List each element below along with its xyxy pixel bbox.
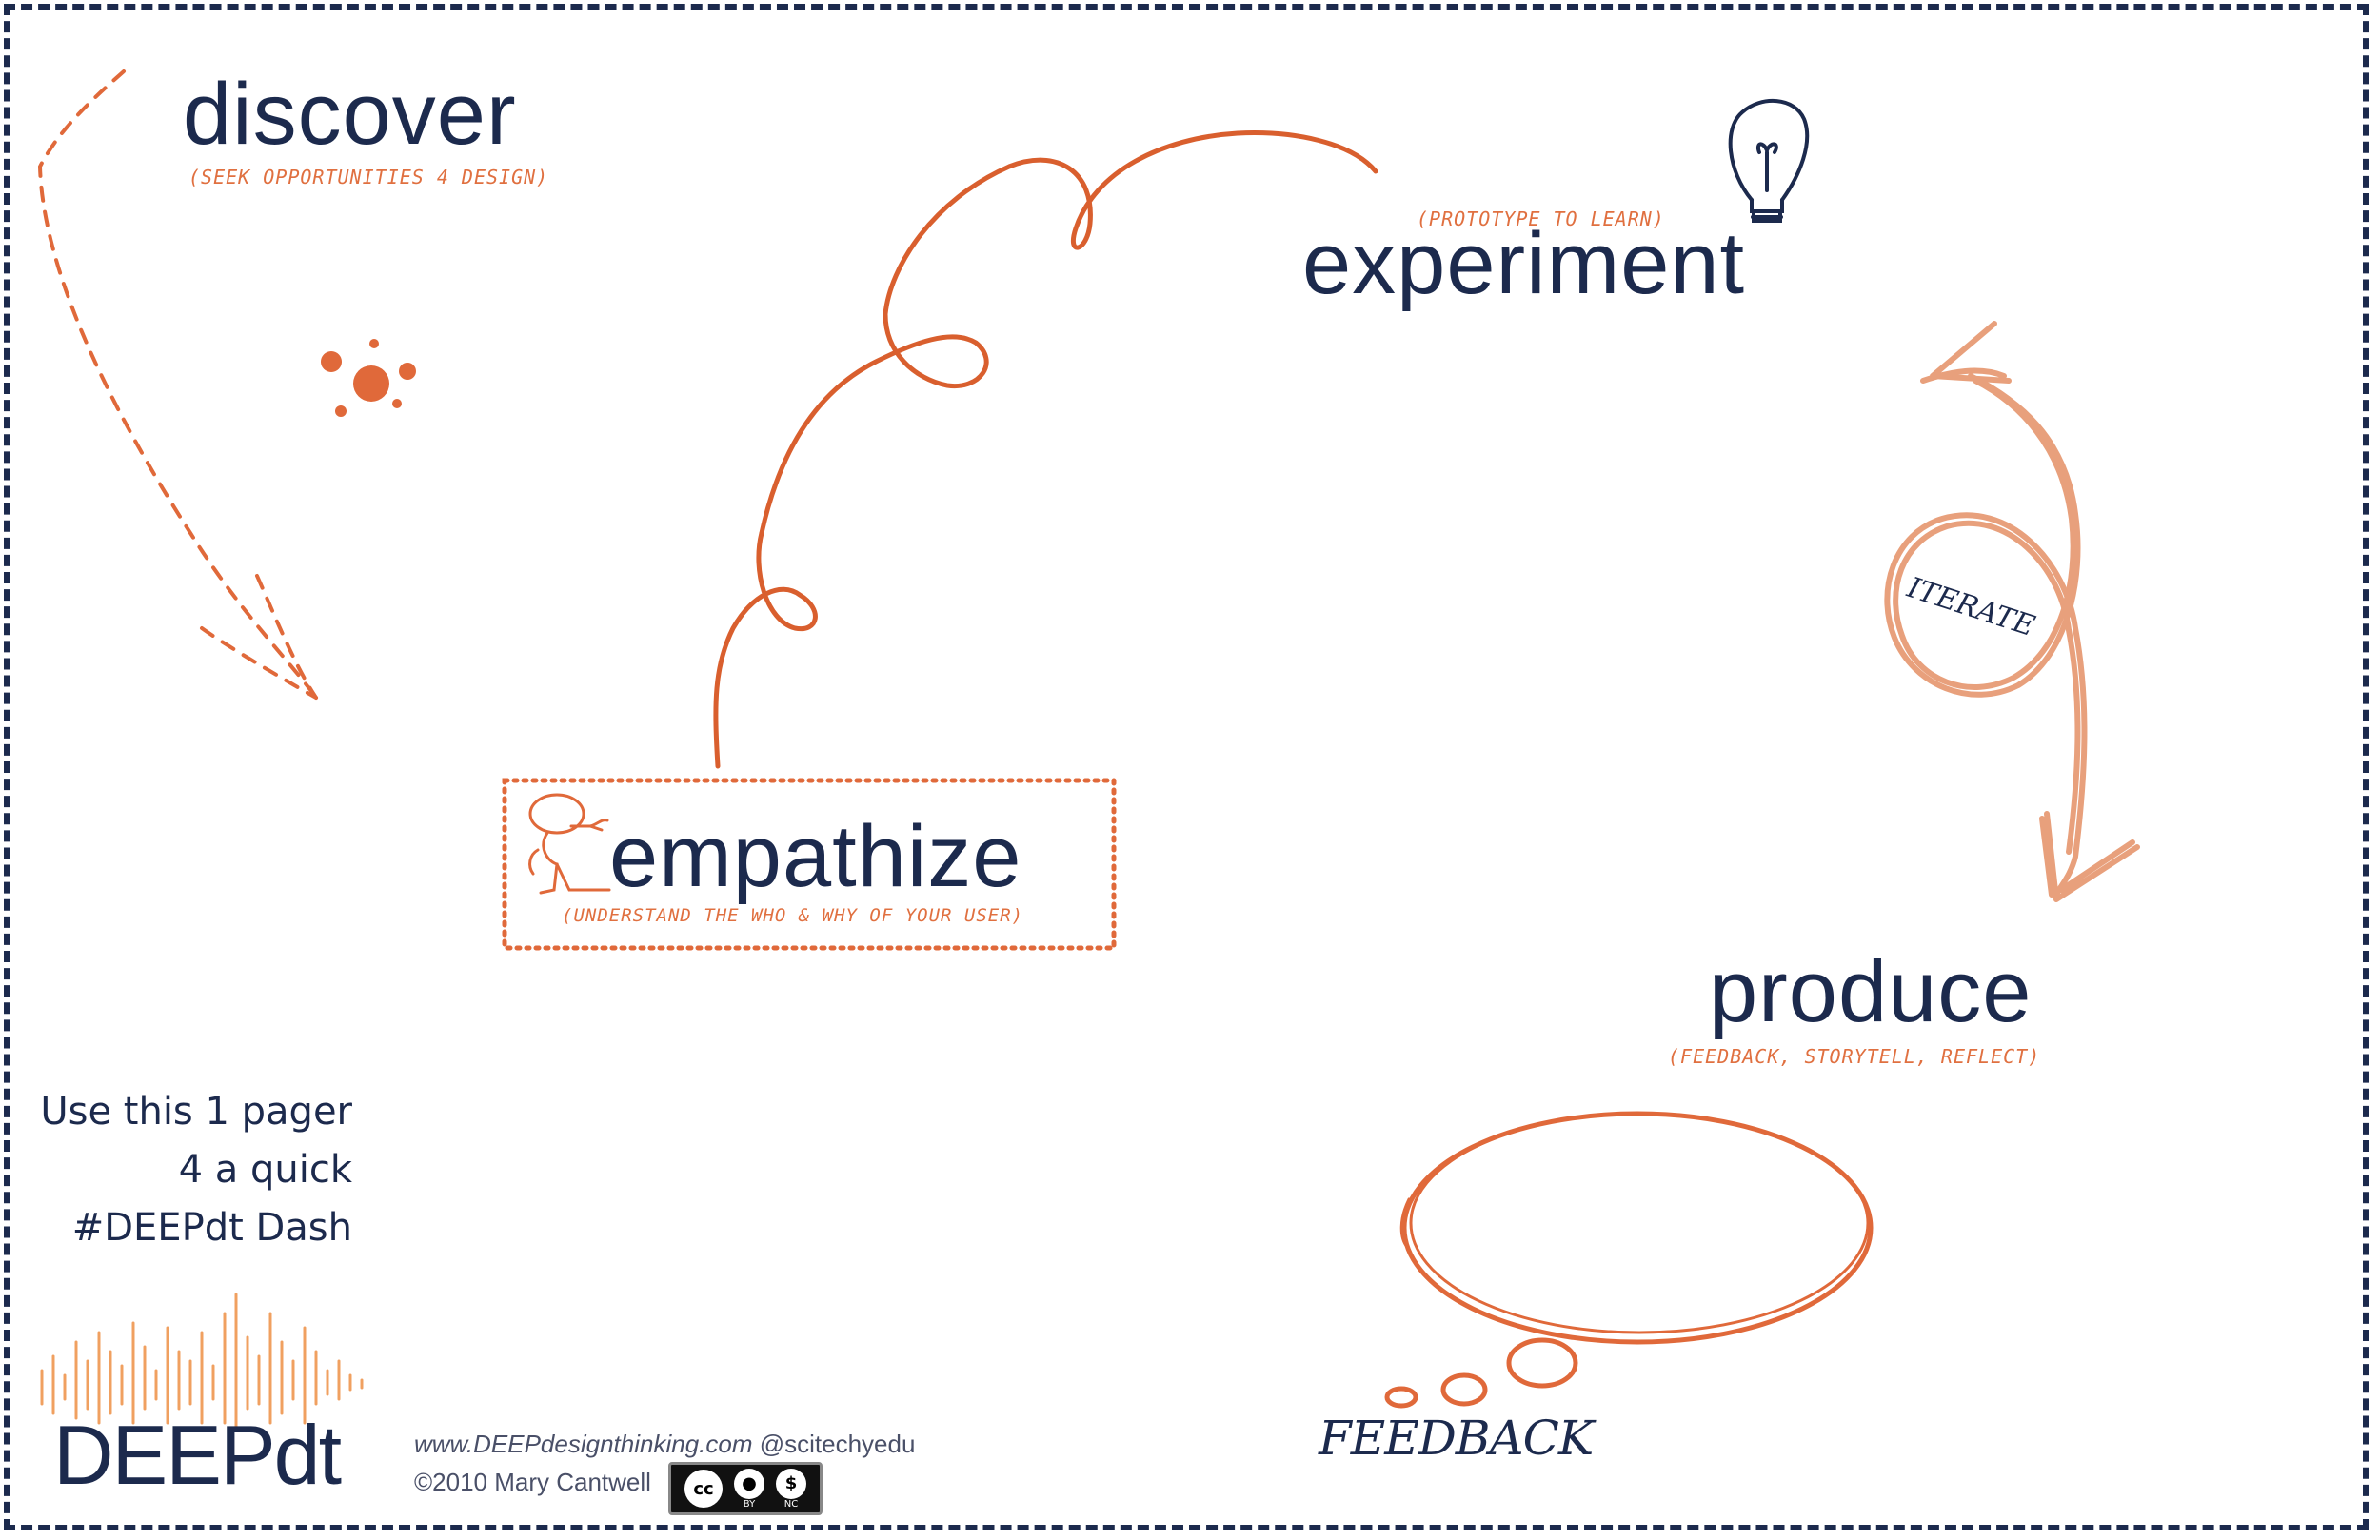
social-handle[interactable]: @scitechyedu <box>759 1430 916 1458</box>
cc-nc-label: NC <box>783 1498 799 1510</box>
stage-subtitle-discover: (seek opportunities 4 design) <box>188 166 549 188</box>
feedback-label: FEEDBACK <box>1319 1411 1594 1466</box>
loopy-path-connector <box>713 130 1378 769</box>
stage-subtitle-experiment: (prototype to learn) <box>1417 207 1665 230</box>
logo-text: DEEPdt <box>53 1408 342 1502</box>
cc-by-block: ● BY <box>734 1468 764 1510</box>
stage-subtitle-empathize: (understand the WHO & WHY of your User) <box>562 905 1024 926</box>
splash-dots-icon <box>321 339 416 417</box>
dashed-border-frame <box>4 4 2369 1530</box>
stage-title-empathize: empathize <box>609 808 1022 905</box>
cc-by-label: BY <box>743 1498 756 1510</box>
cc-mark: cc <box>684 1470 723 1508</box>
side-note-line-1: Use this 1 pager <box>40 1090 352 1134</box>
empathize-dotted-box <box>502 778 1117 951</box>
website-url[interactable]: www.DEEPdesignthinking.com <box>414 1430 753 1458</box>
stage-title-produce: produce <box>1709 943 2033 1040</box>
noncommercial-icon: $ <box>776 1468 806 1499</box>
stage-title-discover: discover <box>183 66 517 163</box>
attribution-icon: ● <box>734 1468 764 1499</box>
side-note-line-2: 4 a quick <box>178 1148 352 1192</box>
website-link[interactable]: www.DEEPdesignthinking.com @scitechyedu <box>414 1430 915 1459</box>
logo-waveform-icon <box>40 1293 364 1430</box>
stick-figure-icon <box>528 793 611 895</box>
stage-subtitle-produce: (feedback, storytell, reflect) <box>1668 1045 2041 1068</box>
stage-title-experiment: experiment <box>1302 215 1746 312</box>
copyright-text: ©2010 Mary Cantwell <box>414 1468 651 1496</box>
dashed-arrow-icon <box>37 69 318 700</box>
cc-nc-block: $ NC <box>776 1468 806 1510</box>
thought-bubble-icon <box>1384 1111 1874 1409</box>
side-note-line-3: #DEEPdt Dash <box>71 1206 352 1250</box>
creative-commons-icon[interactable]: cc ● BY $ NC <box>668 1462 823 1515</box>
lightbulb-icon <box>1728 99 1810 223</box>
iterate-loop-arrow-icon <box>1884 321 2140 902</box>
